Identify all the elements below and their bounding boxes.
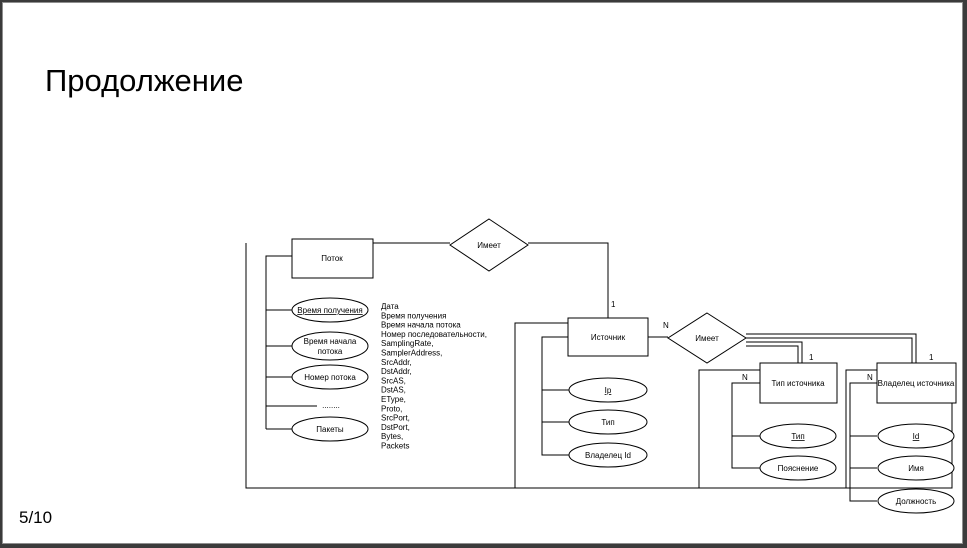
field-list-item: DstAS, (381, 386, 406, 395)
entity-source: Источник (567, 317, 649, 357)
entity-source-type-label: Тип источника (771, 379, 825, 388)
attr-start-time-line2: потока (318, 347, 343, 356)
field-list-item: Номер последовательности, (381, 330, 487, 339)
attr-source-type-label: Тип (601, 418, 614, 427)
attr-source-type: Тип (568, 409, 648, 435)
attr-start-time-line1: Время начала (304, 337, 357, 346)
entity-flow-label: Поток (321, 254, 343, 263)
entity-source-owner: Владелец источника (876, 362, 957, 404)
field-list-item: Время начала потока (381, 321, 461, 330)
relation-has-right-label: Имеет (695, 334, 719, 343)
slide-title: Продолжение (45, 63, 244, 98)
attr-receive-time-label: Время получения (297, 306, 362, 315)
field-list-item: SamplerAddress, (381, 349, 442, 358)
attr-receive-time: Время получения (291, 297, 369, 323)
attr-type-description-label: Пояснение (778, 464, 819, 473)
attr-start-time: Время начала потока (291, 331, 369, 361)
cardinality-owner-one: 1 (929, 353, 934, 362)
field-list-item: EType, (381, 395, 406, 404)
entity-source-owner-label: Владелец источника (878, 379, 955, 388)
field-list-item: SrcPort, (381, 414, 410, 423)
cardinality-source-rel: N (663, 321, 669, 330)
cardinality-flow-source: 1 (611, 300, 616, 309)
field-list-item: DstPort, (381, 423, 410, 432)
page-number: 5/10 (19, 508, 53, 527)
attr-ellipsis: ........ (322, 401, 340, 410)
attr-owner-position: Должность (877, 488, 955, 514)
attr-source-ip: Ip (568, 377, 648, 403)
field-list-item: SrcAS, (381, 376, 406, 385)
attr-type-description: Пояснение (759, 455, 837, 481)
cardinality-type-n: N (742, 373, 748, 382)
cardinality-type-one: 1 (809, 353, 814, 362)
attr-owner-id-label: Id (913, 432, 920, 441)
entity-flow: Поток (291, 238, 374, 279)
relation-has-top: Имеет (449, 218, 529, 272)
field-list: Дата Время получения Время начала потока… (381, 302, 487, 451)
relation-has-right: Имеет (667, 312, 747, 364)
entity-source-label: Источник (591, 333, 626, 342)
attr-owner-id: Id (877, 423, 955, 449)
attr-source-owner-id: Владелец Id (568, 442, 648, 468)
field-list-item: Время получения (381, 311, 446, 320)
attr-owner-name: Имя (877, 455, 955, 481)
cardinality-labels: 1 N 1 1 N N (611, 300, 934, 382)
field-list-item: SrcAddr, (381, 358, 412, 367)
field-list-item: Proto, (381, 404, 402, 413)
field-list-item: SamplingRate, (381, 339, 433, 348)
entity-source-type: Тип источника (759, 362, 838, 404)
field-list-item: Дата (381, 302, 399, 311)
attr-type-type-label: Тип (791, 432, 804, 441)
attr-packets: Пакеты (291, 416, 369, 442)
cardinality-owner-n: N (867, 373, 873, 382)
attr-owner-position-label: Должность (896, 497, 937, 506)
attr-type-type: Тип (759, 423, 837, 449)
er-diagram: Поток Источник Тип источника Владелец ис… (245, 218, 957, 514)
field-list-item: Bytes, (381, 432, 403, 441)
field-list-item: DstAddr, (381, 367, 412, 376)
attr-source-ip-label: Ip (605, 386, 612, 395)
attr-flow-number: Номер потока (291, 364, 369, 390)
attr-packets-label: Пакеты (316, 425, 344, 434)
attr-owner-name-label: Имя (908, 464, 924, 473)
relation-has-top-label: Имеет (477, 241, 501, 250)
field-list-item: Packets (381, 442, 409, 451)
attr-flow-number-label: Номер потока (304, 373, 356, 382)
attr-source-owner-id-label: Владелец Id (585, 451, 631, 460)
